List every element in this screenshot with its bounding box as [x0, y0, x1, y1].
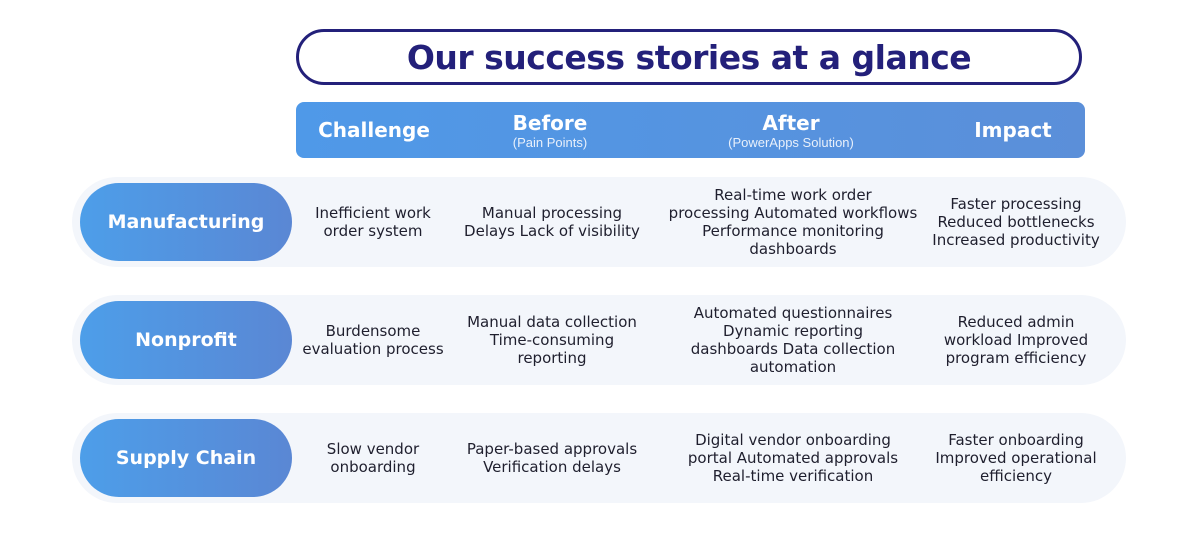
header-before-label: Before	[512, 110, 588, 135]
cell-before: Manual processing Delays Lack of visibil…	[454, 177, 650, 267]
row-label-pill: Nonprofit	[80, 301, 292, 379]
header-after-label: After	[762, 110, 820, 135]
cell-after: Digital vendor onboarding portal Automat…	[662, 413, 924, 503]
header-challenge: Challenge	[296, 102, 452, 158]
cell-after: Automated questionnaires Dynamic reporti…	[662, 295, 924, 385]
cell-impact: Reduced admin workload Improved program …	[928, 295, 1104, 385]
row-label: Nonprofit	[135, 329, 237, 351]
row-label: Supply Chain	[115, 447, 257, 469]
cell-before-text: Paper-based approvals Verification delay…	[466, 440, 638, 476]
cell-impact: Faster processing Reduced bottlenecks In…	[928, 177, 1104, 267]
row-label: Manufacturing	[107, 211, 265, 233]
row-label-pill: Manufacturing	[80, 183, 292, 261]
cell-challenge-text: Burdensome evaluation process	[302, 322, 444, 358]
cell-challenge: Inefficient work order system	[292, 177, 454, 267]
header-after: After (PowerApps Solution)	[676, 102, 906, 158]
cell-after-text: Real-time work order processing Automate…	[668, 186, 918, 258]
cell-before: Paper-based approvals Verification delay…	[454, 413, 650, 503]
cell-challenge-text: Slow vendor onboarding	[326, 440, 420, 476]
cell-after: Real-time work order processing Automate…	[662, 177, 924, 267]
header-after-sublabel: (PowerApps Solution)	[728, 134, 854, 150]
cell-before: Manual data collection Time-consuming re…	[454, 295, 650, 385]
header-impact: Impact	[928, 102, 1098, 158]
cell-challenge-text: Inefficient work order system	[315, 204, 431, 240]
page-title: Our success stories at a glance	[406, 37, 972, 77]
cell-impact-text: Faster processing Reduced bottlenecks In…	[932, 195, 1100, 249]
header-impact-label: Impact	[974, 118, 1052, 142]
column-header-bar: Challenge Before (Pain Points) After (Po…	[296, 102, 1085, 158]
row-label-pill: Supply Chain	[80, 419, 292, 497]
cell-impact-text: Faster onboarding Improved operational e…	[935, 431, 1097, 485]
header-challenge-label: Challenge	[318, 118, 430, 142]
cell-after-text: Automated questionnaires Dynamic reporti…	[690, 304, 896, 376]
header-before-sublabel: (Pain Points)	[512, 134, 588, 150]
title-banner: Our success stories at a glance	[296, 29, 1082, 85]
cell-before-text: Manual data collection Time-consuming re…	[467, 313, 637, 367]
cell-challenge: Slow vendor onboarding	[292, 413, 454, 503]
cell-impact-text: Reduced admin workload Improved program …	[943, 313, 1089, 367]
cell-challenge: Burdensome evaluation process	[292, 295, 454, 385]
cell-after-text: Digital vendor onboarding portal Automat…	[687, 431, 899, 485]
cell-impact: Faster onboarding Improved operational e…	[928, 413, 1104, 503]
cell-before-text: Manual processing Delays Lack of visibil…	[464, 204, 640, 240]
header-before: Before (Pain Points)	[452, 102, 648, 158]
